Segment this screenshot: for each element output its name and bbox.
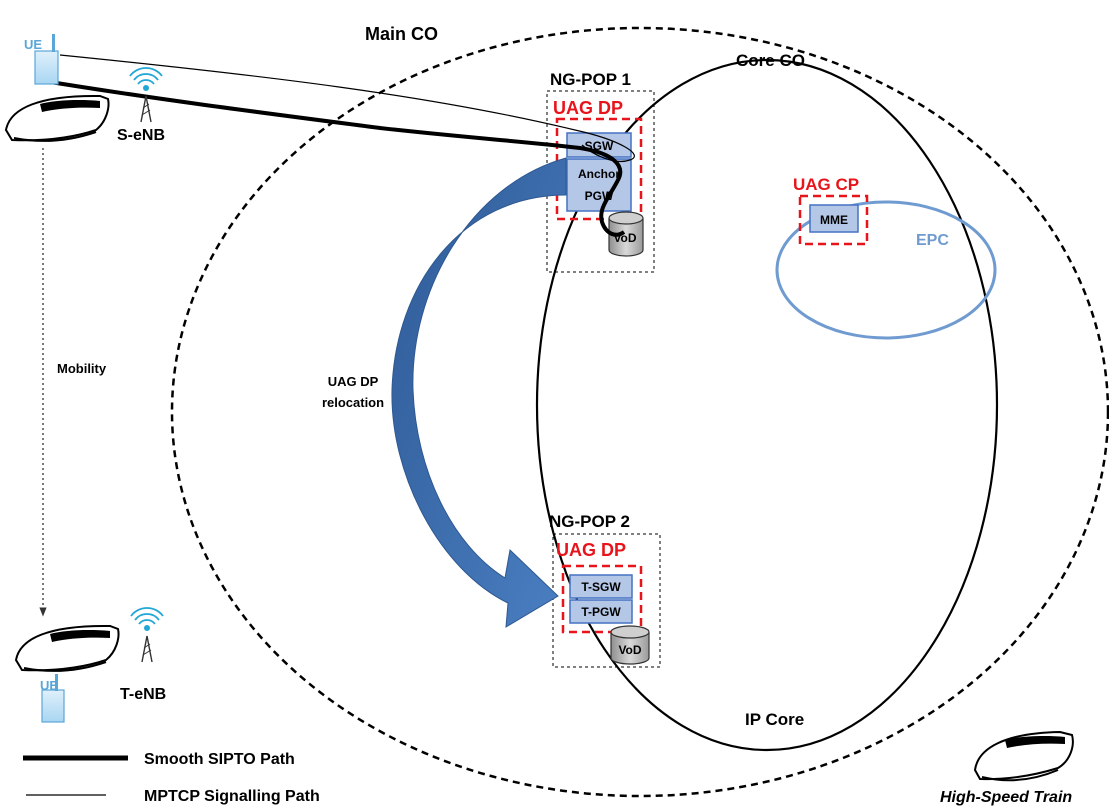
vod-storage-2 [610, 625, 650, 665]
train-icon-top [4, 94, 110, 142]
main-co-label: Main CO [365, 24, 438, 44]
mme-box [809, 204, 859, 233]
t-pgw-label: T-PGW [581, 605, 621, 619]
uag-cp-label: UAG CP [793, 175, 859, 194]
ue-device-top [34, 34, 59, 85]
pop1-uag-dp-label: UAG DP [553, 98, 623, 118]
uag-cp-boundary [798, 194, 869, 246]
ue-bottom-label: UE [40, 678, 58, 693]
epc-region [775, 200, 997, 340]
vod-storage-1 [608, 211, 644, 257]
anchor-label: Anchor [578, 167, 620, 181]
cell-tower-icon-top [129, 67, 163, 123]
train-icon-corner [973, 730, 1074, 782]
pop2-uag-dp-boundary [561, 564, 643, 634]
ip-core-label: IP Core [745, 710, 804, 729]
t-pgw-box [569, 599, 633, 624]
legend-smooth-label: Smooth SIPTO Path [144, 751, 295, 768]
t-sgw-box [569, 574, 633, 599]
relocation-arrow [391, 157, 567, 628]
core-co-region [535, 58, 999, 752]
mme-label: MME [820, 213, 848, 227]
ue-device-bottom [41, 674, 65, 723]
ng-pop1-title: NG-POP 1 [550, 70, 631, 89]
relocation-label-line2: relocation [322, 395, 384, 410]
vod2-label: VoD [618, 643, 641, 657]
mptcp-signalling-path [59, 54, 635, 162]
epc-label: EPC [916, 232, 949, 249]
mobility-label: Mobility [57, 361, 107, 376]
t-sgw-label: T-SGW [581, 580, 621, 594]
smooth-sipto-path [37, 78, 626, 237]
pop2-uag-dp-label: UAG DP [556, 540, 626, 560]
ng-pop2-title: NG-POP 2 [549, 512, 630, 531]
main-co-region [170, 26, 1109, 798]
s-enb-label: S-eNB [117, 127, 165, 144]
high-speed-train-label: High-Speed Train [940, 789, 1072, 806]
t-enb-label: T-eNB [120, 686, 166, 703]
core-co-label: Core CO [736, 51, 805, 70]
cell-tower-icon-bottom [130, 607, 164, 663]
legend-mptcp-label: MPTCP Signalling Path [144, 788, 320, 805]
ue-top-label: UE [24, 37, 42, 52]
relocation-label-line1: UAG DP [328, 374, 379, 389]
train-icon-bottom [14, 624, 120, 672]
